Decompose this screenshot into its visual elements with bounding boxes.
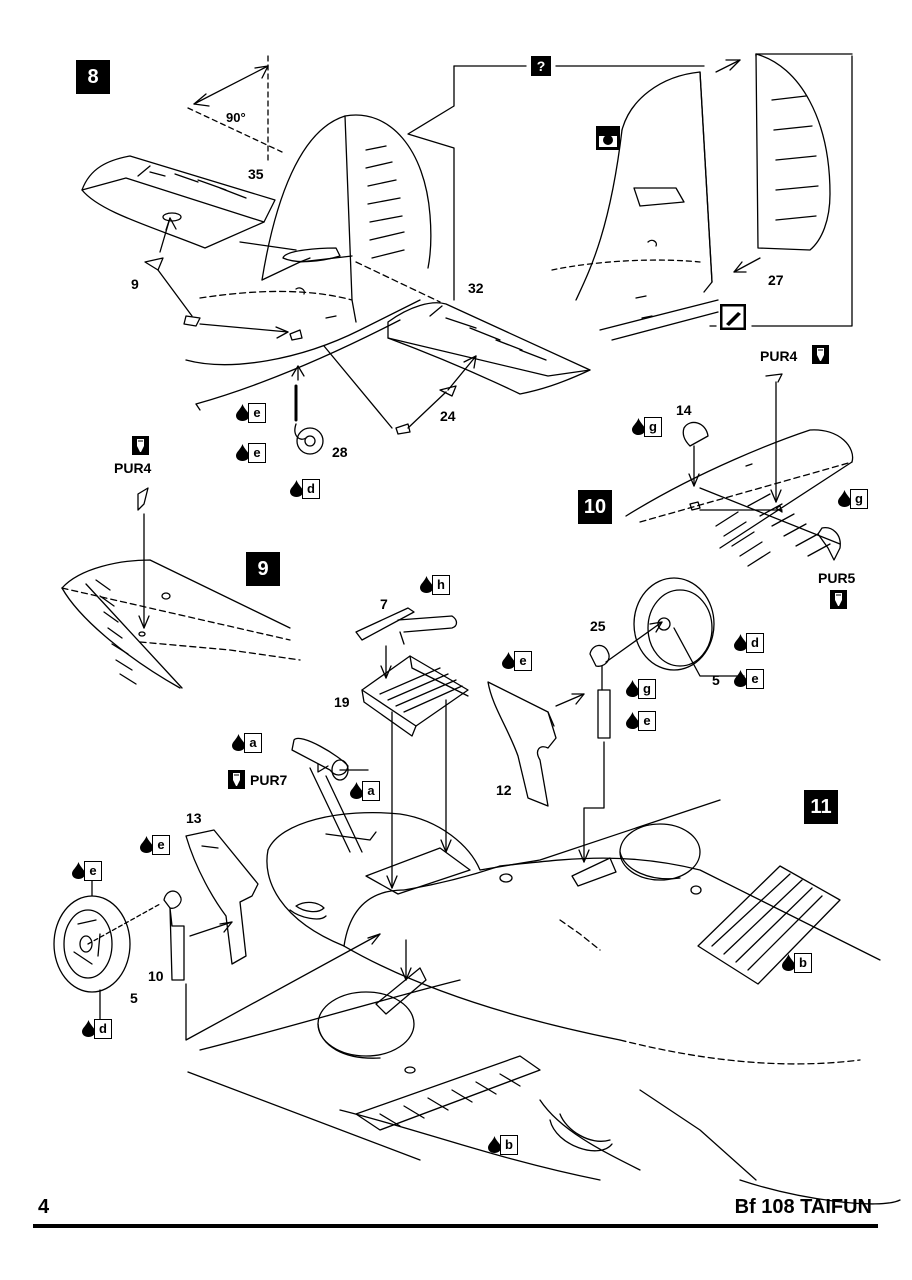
part-27-label: 27	[768, 272, 784, 288]
paint-drop-icon	[236, 404, 249, 421]
paint-drop-icon	[626, 712, 639, 729]
question-badge: ?	[531, 56, 551, 76]
paint-drop-icon	[290, 480, 303, 497]
step-11-badge: 11	[804, 790, 838, 824]
paint-drop-icon	[232, 734, 245, 751]
page-number: 4	[38, 1196, 50, 1218]
glue-tube-icon	[228, 770, 245, 789]
paint-drop-icon	[140, 836, 153, 853]
step-10-badge: 10	[578, 490, 612, 524]
paint-drop-icon	[502, 652, 515, 669]
glue-tube-icon	[830, 590, 847, 609]
part-5-left-label: 5	[130, 990, 138, 1006]
part-35-label: 35	[248, 166, 264, 182]
paint-drop-icon	[488, 1136, 501, 1153]
part-19-label: 19	[334, 694, 350, 710]
part-13-label: 13	[186, 810, 202, 826]
paint-drop-icon	[82, 1020, 95, 1037]
paint-drop-icon	[72, 862, 85, 879]
angle-label: 90°	[226, 110, 246, 125]
step-8-badge: 8	[76, 60, 110, 94]
glue-tube-icon	[132, 436, 149, 455]
pur4-label-left: PUR4	[114, 460, 152, 476]
part-32-label: 32	[468, 280, 484, 296]
knife-cut-icon	[720, 304, 746, 330]
wing-tip-drawing	[625, 373, 854, 567]
part-24-label: 24	[440, 408, 456, 424]
paint-drop-icon	[838, 490, 851, 507]
paint-drop-icon	[420, 576, 433, 593]
pur4-label-top: PUR4	[760, 348, 798, 364]
part-10-label: 10	[148, 968, 164, 984]
undercarriage-drawing	[53, 577, 901, 1205]
pur5-label: PUR5	[818, 570, 856, 586]
part-25-label: 25	[590, 618, 606, 634]
paint-drop-icon	[350, 782, 363, 799]
part-28-label: 28	[332, 444, 348, 460]
tail-fin-drawing	[81, 53, 853, 455]
part-14-label: 14	[676, 402, 692, 418]
part-5-right-label: 5	[712, 672, 720, 688]
drill-hole-icon	[596, 126, 620, 150]
footer-rule	[33, 1224, 878, 1228]
part-7-label: 7	[380, 596, 388, 612]
paint-drop-icon	[734, 670, 747, 687]
part-12-label: 12	[496, 782, 512, 798]
paint-drop-icon	[626, 680, 639, 697]
step-9-badge: 9	[246, 552, 280, 586]
pur7-label: PUR7	[250, 772, 288, 788]
part-9-label: 9	[131, 276, 139, 292]
model-name: Bf 108 TAIFUN	[734, 1196, 872, 1218]
wing-pitot-drawing	[61, 487, 301, 689]
paint-drop-icon	[632, 418, 645, 435]
paint-drop-icon	[734, 634, 747, 651]
glue-tube-icon	[812, 345, 829, 364]
paint-drop-icon	[236, 444, 249, 461]
paint-drop-icon	[782, 954, 795, 971]
